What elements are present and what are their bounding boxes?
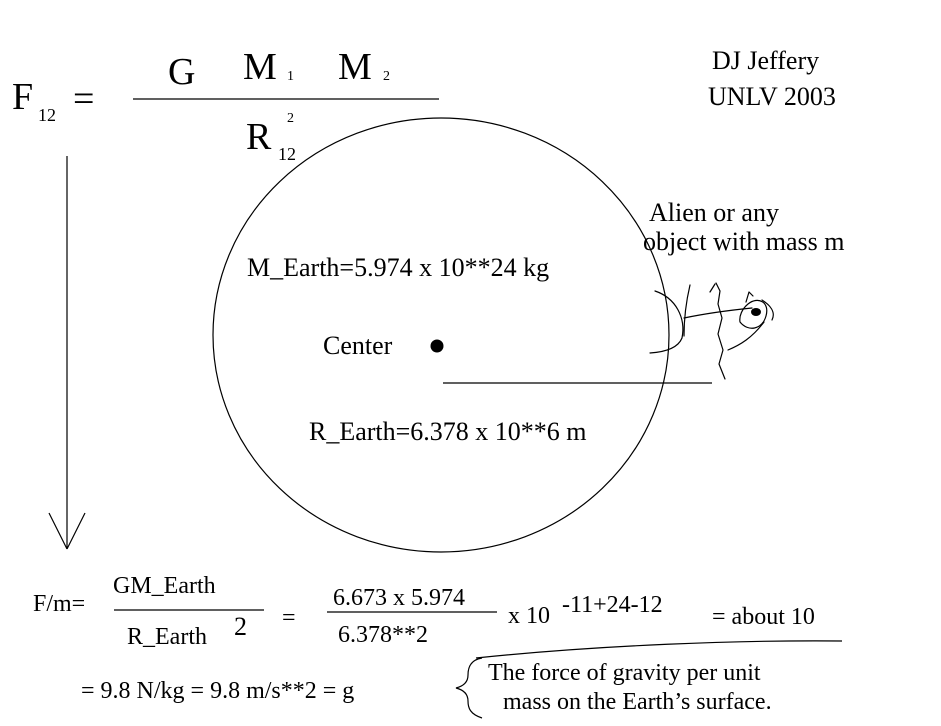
mass-1-subscript: 1: [287, 69, 294, 84]
earth-radius-label: R_Earth=6.378 x 10**6 m: [309, 417, 587, 446]
down-arrow-icon: [48, 156, 86, 550]
curly-brace-icon: [455, 657, 483, 719]
alien-eye-icon: [751, 308, 761, 316]
ratio-exponent: -11+24-12: [562, 592, 663, 618]
note-line-1: The force of gravity per unit: [488, 660, 761, 686]
mass-1-symbol: M: [243, 46, 277, 88]
ratio-times-base: x 10: [508, 603, 550, 629]
mass-2-symbol: M: [338, 46, 372, 88]
ratio-equals-sign: =: [282, 605, 296, 631]
gravity-result-line: = 9.8 N/kg = 9.8 m/s**2 = g: [81, 678, 355, 704]
force-symbol: F: [12, 76, 34, 118]
note-underline-arc: [475, 640, 843, 659]
earth-circle: [212, 117, 670, 553]
ratio-denominator-superscript: 2: [234, 612, 247, 641]
ratio-result: = about 10: [712, 604, 815, 630]
ratio-numeric-numerator: 6.673 x 5.974: [333, 585, 465, 611]
force-subscript: 12: [38, 105, 56, 125]
ratio-numeric-denominator: 6.378**2: [338, 622, 428, 648]
author-name: DJ Jeffery: [712, 46, 820, 75]
note-line-2: mass on the Earth’s surface.: [503, 689, 772, 715]
mass-2-subscript: 2: [383, 69, 390, 84]
radius-symbol: R: [246, 116, 272, 158]
radius-subscript: 12: [278, 144, 296, 164]
gravitational-constant: G: [168, 51, 196, 93]
center-label: Center: [323, 331, 393, 360]
alien-sketch-icon: [649, 282, 774, 380]
alien-label-line-2: object with mass m: [643, 227, 845, 256]
force-equals-sign: =: [73, 78, 95, 120]
ratio-numerator: GM_Earth: [113, 573, 216, 599]
ratio-lhs: F/m=: [33, 591, 86, 617]
ratio-denominator: R_Earth: [127, 624, 207, 650]
alien-label-line-1: Alien or any: [649, 198, 779, 227]
radius-superscript: 2: [287, 111, 294, 126]
author-affiliation: UNLV 2003: [708, 82, 836, 111]
earth-mass-label: M_Earth=5.974 x 10**24 kg: [247, 253, 550, 282]
center-dot: [430, 339, 444, 353]
